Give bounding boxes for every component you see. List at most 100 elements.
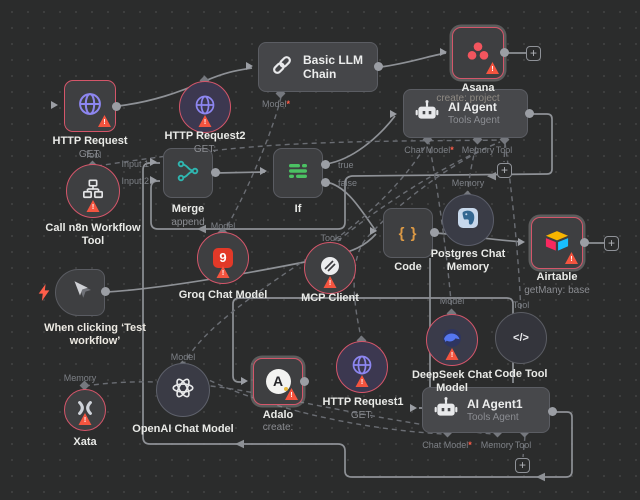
connector-label-tool: Tool	[514, 440, 532, 450]
wire-aiagent-loop-to-merge-input2	[150, 113, 553, 230]
postgres-elephant-icon	[456, 206, 480, 235]
node-postgres-chat-memory[interactable]	[442, 194, 494, 246]
node-ai-agent1[interactable]: AI Agent1 Tools Agent	[422, 387, 550, 433]
output-port[interactable]	[374, 62, 383, 71]
input-port[interactable]	[246, 62, 253, 70]
node-label: Groq Chat Model	[178, 289, 268, 301]
connector-label-model: Model	[170, 352, 196, 362]
node-sublabel: GET:	[193, 144, 217, 155]
connector-label-input1: Input 1	[121, 159, 149, 169]
node-http-request1[interactable]: !	[336, 341, 388, 393]
node-groq-chat-model[interactable]: 9 !	[197, 232, 249, 284]
node-openai-chat-model[interactable]	[156, 363, 210, 417]
node-label: Merge	[171, 203, 205, 215]
input-port[interactable]	[440, 48, 447, 56]
connector-label-chat-model: Chat Model*	[404, 145, 454, 155]
node-label: Asana	[461, 82, 495, 94]
node-http-request[interactable]: !	[64, 80, 116, 132]
input-port[interactable]	[51, 101, 58, 109]
cursor-icon	[69, 279, 91, 306]
node-ai-agent[interactable]: AI Agent Tools Agent	[403, 89, 528, 138]
add-node-button[interactable]: +	[604, 236, 619, 251]
node-asana[interactable]: !	[452, 27, 504, 79]
connector-label-input2: Input 2	[121, 176, 149, 186]
sitemap-icon	[82, 178, 104, 205]
node-basic-llm-chain[interactable]: Basic LLM Chain	[258, 42, 378, 92]
node-sublabel: getMany: base	[524, 285, 590, 296]
node-label: Xata	[73, 436, 97, 448]
output-port[interactable]	[211, 168, 220, 177]
node-label: Call n8n Workflow Tool	[45, 222, 141, 247]
node-label: Code Tool	[494, 368, 548, 380]
node-label: HTTP Request	[52, 135, 128, 147]
asana-icon	[465, 38, 491, 69]
node-adalo[interactable]: A !	[253, 358, 303, 405]
node-call-n8n-workflow-tool[interactable]: !	[66, 164, 120, 218]
connector-label-chat-model: Chat Model*	[422, 440, 472, 450]
mcp-icon	[318, 254, 342, 283]
node-label: When clicking ‘Test workflow’	[44, 322, 146, 347]
node-xata[interactable]: !	[64, 389, 106, 431]
node-http-request2[interactable]: !	[179, 81, 231, 133]
openai-icon	[170, 375, 196, 406]
globe-icon	[193, 93, 217, 122]
output-port[interactable]	[300, 377, 309, 386]
wire-aiagent1-loop-to-merge-input1	[142, 162, 573, 478]
input-port[interactable]	[390, 110, 397, 118]
node-sublabel: create: project	[436, 93, 500, 104]
node-if[interactable]	[273, 148, 323, 198]
output-port[interactable]	[548, 407, 557, 416]
connector-label-memory: Memory	[451, 178, 485, 188]
output-port[interactable]	[112, 102, 121, 111]
output-port[interactable]	[500, 48, 509, 57]
node-sublabel: GET:	[78, 149, 102, 160]
node-code[interactable]: { }	[383, 208, 433, 258]
input-port[interactable]	[518, 238, 525, 246]
connector-label-memory: Memory	[480, 440, 514, 450]
connector-label-tool: Tool	[512, 300, 530, 310]
wire-trigger-to-code	[105, 233, 377, 293]
input-port[interactable]	[260, 167, 267, 175]
add-node-button[interactable]: +	[515, 458, 530, 473]
input-port[interactable]	[150, 176, 157, 184]
connector-label-tool: Tool	[84, 150, 102, 160]
node-subtitle: Tools Agent	[448, 115, 500, 126]
code-tool-icon: </>	[513, 332, 529, 344]
robot-icon	[433, 395, 459, 426]
wire-deepseek-to-aiagent-chatmodel	[428, 142, 453, 315]
node-when-clicking-test-workflow[interactable]	[55, 269, 105, 316]
node-label: OpenAI Chat Model	[132, 423, 234, 435]
output-port[interactable]	[525, 109, 534, 118]
node-mcp-client[interactable]: !	[304, 242, 356, 294]
connector-label-false: false	[338, 178, 358, 188]
output-port[interactable]	[321, 160, 330, 169]
node-code-tool[interactable]: </>	[495, 312, 547, 364]
connector-label-memory: Memory	[461, 145, 495, 155]
input-port[interactable]	[150, 158, 157, 166]
airtable-icon	[543, 227, 571, 260]
output-port[interactable]	[580, 238, 589, 247]
node-title: AI Agent1	[467, 396, 523, 411]
node-label: Airtable	[536, 271, 578, 283]
node-deepseek-chat-model[interactable]: !	[426, 314, 478, 366]
node-label: Adalo	[262, 409, 294, 421]
add-node-button[interactable]: +	[526, 46, 541, 61]
output-port[interactable]	[430, 228, 439, 237]
connector-label-true: true	[338, 160, 354, 170]
node-subtitle: Tools Agent	[467, 411, 519, 423]
chain-link-icon	[269, 52, 295, 83]
output-port[interactable]	[321, 178, 330, 187]
output-port[interactable]	[101, 287, 110, 296]
node-merge[interactable]	[163, 148, 213, 198]
wire-if-true-to-aiagent	[325, 115, 396, 165]
wire-llm-model-to-groq	[224, 96, 282, 231]
input-port[interactable]	[410, 404, 417, 412]
add-node-button[interactable]: +	[497, 163, 512, 178]
wire-right-branch-to-adalo	[232, 297, 514, 383]
wire-merge-to-if	[215, 171, 266, 174]
node-label: MCP Client	[301, 292, 359, 304]
node-airtable[interactable]: !	[531, 217, 583, 269]
input-port[interactable]	[370, 227, 377, 235]
input-port[interactable]	[241, 377, 248, 385]
